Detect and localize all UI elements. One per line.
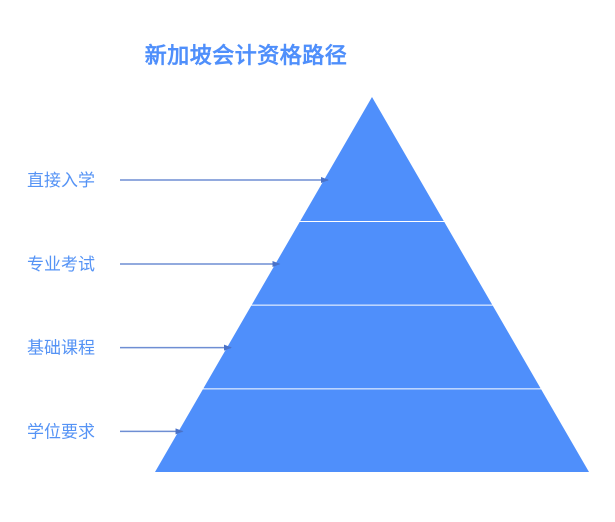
pyramid-level-3 [203,305,541,389]
pyramid-level-2 [251,222,493,305]
pyramid-level-1 [300,97,444,221]
diagram-title: 新加坡会计资格路径 [144,44,348,69]
level-label: 学位要求 [27,422,95,442]
level-label: 专业考试 [27,255,95,275]
level-label: 基础课程 [27,339,95,359]
pyramid-level-4 [155,389,589,472]
level-label: 直接入学 [27,171,95,191]
